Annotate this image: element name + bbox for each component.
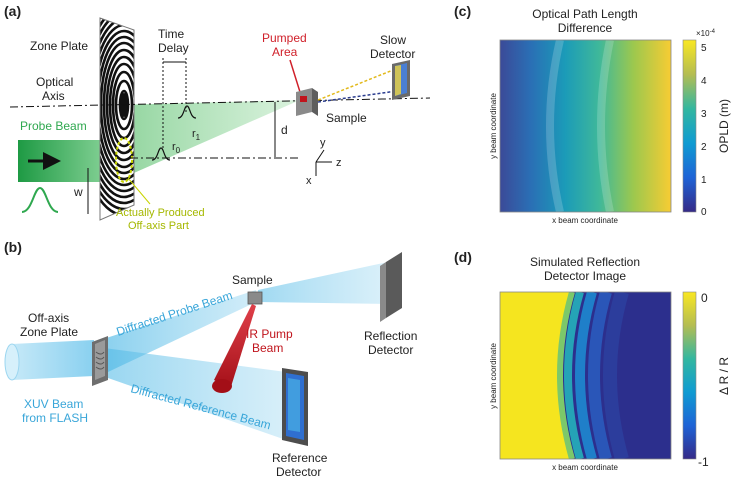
offaxis-zp-label-1: Off-axis [28, 311, 69, 325]
panel-c-title-1: Optical Path Length [532, 7, 637, 21]
reference-detector-label-2: Detector [276, 465, 321, 479]
slow-detector-label-2: Detector [370, 47, 415, 61]
xuv-beam [12, 340, 94, 380]
panel-d-cbar-label: Δ R / R [717, 357, 731, 395]
offaxis-pointer [127, 177, 151, 205]
cbar-c-tick-3: 3 [701, 109, 707, 120]
panel-c-colorbar [682, 39, 697, 213]
ir-pump-label-1: IR Pump [246, 327, 293, 341]
optical-axis-label-1: Optical [36, 75, 73, 89]
focused-cone [118, 100, 300, 180]
reflection-detector-label-1: Reflection [364, 329, 417, 343]
panel-a: (a) Zone Plate Probe Beam [4, 3, 431, 232]
w-label: w [73, 185, 83, 199]
sample-label-b: Sample [232, 273, 273, 287]
reflection-detector-label-2: Detector [368, 343, 413, 357]
offaxis-part [115, 137, 133, 183]
time-delay-label-1: Time [158, 27, 185, 41]
panel-c-cbar-ticks: 5 4 3 2 1 0 [701, 43, 707, 218]
beam-blue [317, 89, 405, 103]
coord-x-label: x [306, 175, 312, 187]
probe-beam-label: Probe Beam [20, 119, 87, 133]
cbar-c-tick-4: 4 [701, 76, 707, 87]
cbar-c-tick-0: 0 [701, 207, 707, 218]
panel-d-ylabel: y beam coordinate [489, 343, 498, 409]
cbar-d-tick-0: 0 [701, 291, 708, 305]
panel-d-colorbar [682, 291, 697, 460]
beam-yellow [317, 67, 399, 101]
time-delay-label-2: Delay [158, 41, 189, 55]
panel-c: (c) Optical Path Length Difference y bea… [454, 3, 731, 225]
d-label: d [281, 123, 288, 137]
panel-b-tag: (b) [4, 239, 22, 255]
panel-b: (b) Off-axis Zone Plate Sample IR Pump B… [4, 239, 417, 479]
offaxis-zp-label-2: Zone Plate [20, 325, 78, 339]
ir-pump-label-2: Beam [252, 341, 283, 355]
panel-d-title-1: Simulated Reflection [530, 255, 640, 269]
pulse-upper-icon [177, 105, 197, 119]
diffracted-probe-beam [100, 290, 256, 372]
coord-z-label: z [336, 157, 342, 169]
zone-plate-label: Zone Plate [30, 39, 88, 53]
panel-c-ylabel: y beam coordinate [489, 93, 498, 159]
coord-y-label: y [320, 137, 326, 149]
offaxis-label-2: Off-axis Part [128, 220, 189, 232]
r0-label: r0 [172, 141, 181, 155]
optical-axis-label-2: Axis [42, 89, 65, 103]
panel-a-tag: (a) [4, 3, 21, 19]
cbar-c-tick-5: 5 [701, 43, 707, 54]
opld-heatmap [500, 40, 671, 212]
coord-y-axis [315, 149, 325, 163]
reference-detector-label-1: Reference [272, 451, 328, 465]
offaxis-label-1: Actually Produced [116, 207, 205, 219]
panel-c-tag: (c) [454, 3, 471, 19]
panel-d-title-2: Detector Image [544, 269, 626, 283]
slow-detector-label-1: Slow [380, 33, 406, 47]
cbar-c-tick-2: 2 [701, 142, 707, 153]
panel-d-tag: (d) [454, 249, 472, 265]
xuv-label-1: XUV Beam [24, 397, 83, 411]
panel-d: (d) Simulated Reflection Detector Image … [454, 249, 731, 472]
panel-c-xlabel: x beam coordinate [552, 216, 618, 225]
sample-b [247, 291, 263, 305]
panel-d-xlabel: x beam coordinate [552, 463, 618, 472]
diffracted-reference-beam [104, 348, 286, 440]
xuv-label-2: from FLASH [22, 411, 88, 425]
pumped-spot [300, 96, 307, 102]
gaussian-profile-icon [21, 186, 59, 213]
panel-c-cbar-exp: ×10-4 [696, 29, 716, 38]
ir-pump-beam [214, 304, 256, 390]
pumped-area-label-1: Pumped [262, 31, 307, 45]
offaxis-zp-rings [95, 351, 105, 370]
zone-plate-frame [99, 17, 135, 221]
pumped-area-pointer [289, 59, 301, 93]
panel-c-title-2: Difference [558, 21, 613, 35]
panel-c-cbar-label: OPLD (m) [717, 99, 731, 153]
pulse-lower-icon [151, 147, 171, 161]
cbar-d-tick-neg1: -1 [698, 455, 709, 469]
cbar-c-tick-1: 1 [701, 175, 707, 186]
sample-label-a: Sample [326, 111, 367, 125]
probe-to-reflection-beam [258, 262, 388, 304]
optical-axis-line [9, 97, 431, 108]
pumped-area-label-2: Area [272, 45, 298, 59]
reflection-detector [386, 252, 402, 318]
r1-label: r1 [192, 128, 201, 142]
